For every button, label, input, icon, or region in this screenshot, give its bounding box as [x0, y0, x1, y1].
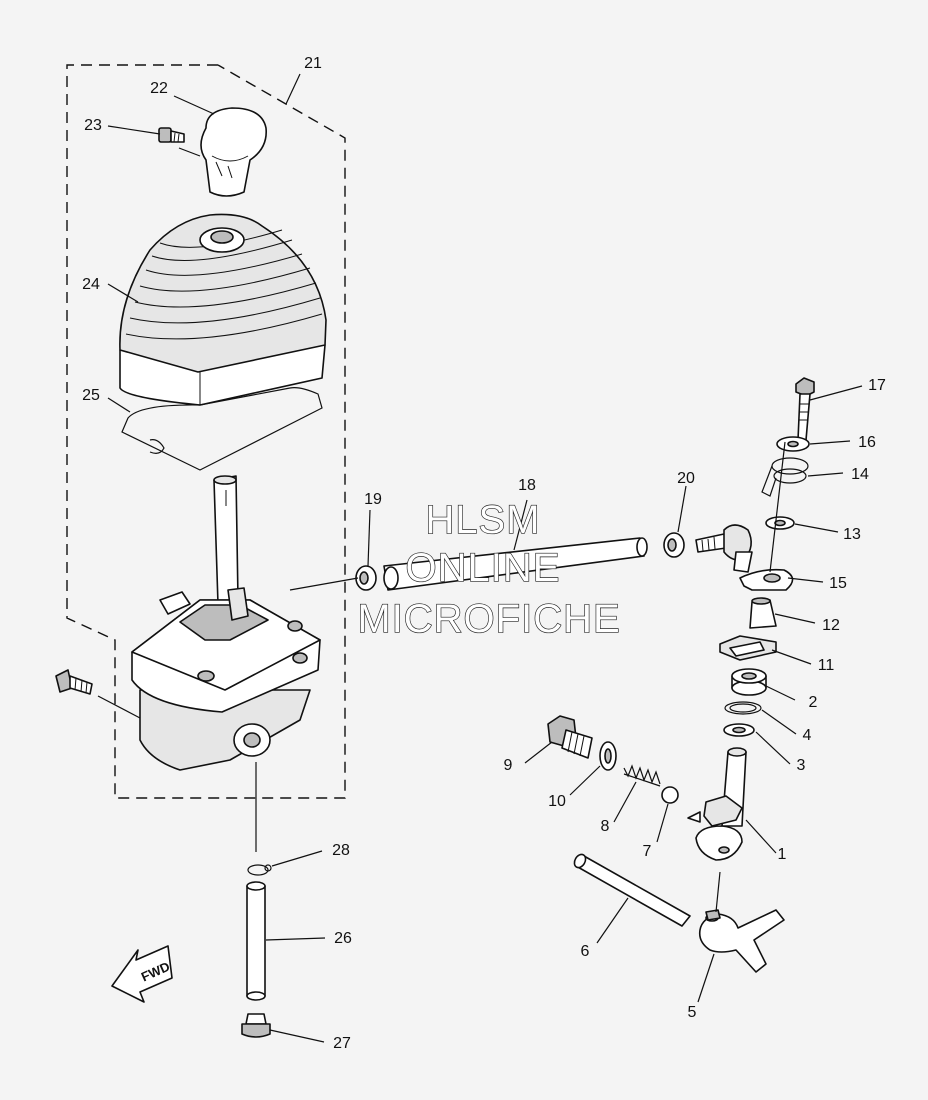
- callout-2: 2: [809, 694, 818, 711]
- callout-10: 10: [548, 793, 566, 810]
- callout-20: 20: [677, 470, 695, 487]
- housing-bolt: [55, 669, 93, 695]
- part-13-washer: [765, 516, 795, 530]
- part-22-knob: [200, 107, 267, 197]
- part-15-lever: [739, 568, 794, 591]
- part-14-clip: [761, 457, 809, 497]
- part-12-collar: [749, 597, 777, 629]
- part-8-spring: [623, 764, 661, 787]
- fwd-direction-arrow: FWD: [111, 945, 173, 1003]
- part-1-shift-shaft: [687, 747, 747, 861]
- part-3-washer: [723, 723, 755, 737]
- callout-23: 23: [84, 117, 102, 134]
- part-6-fork-rod: [573, 853, 691, 927]
- callout-5: 5: [688, 1004, 697, 1021]
- callout-25: 25: [82, 387, 100, 404]
- callout-19: 19: [364, 491, 382, 508]
- callout-27: 27: [333, 1035, 351, 1052]
- callout-15: 15: [829, 575, 847, 592]
- callout-14: 14: [851, 466, 869, 483]
- shift-lever-rod: [213, 475, 239, 605]
- part-18-cable: [383, 537, 648, 591]
- callout-9: 9: [504, 757, 513, 774]
- part-2-bushing: [731, 668, 767, 696]
- part-24-boot: [119, 213, 327, 406]
- callout-17: 17: [868, 377, 886, 394]
- callout-18: 18: [518, 477, 536, 494]
- part-4-circlip: [724, 701, 762, 715]
- callout-4: 4: [803, 727, 812, 744]
- part-5-shift-fork: [698, 909, 785, 973]
- callout-13: 13: [843, 526, 861, 543]
- watermark: HLSM ONLINE MICROFICHE: [357, 497, 621, 641]
- leader-lines: [97, 73, 863, 1043]
- callout-12: 12: [822, 617, 840, 634]
- watermark-line-3: MICROFICHE: [357, 597, 620, 641]
- part-10-gasket: [599, 741, 617, 771]
- part-16-washer: [776, 436, 810, 452]
- assembly-21-outline: [66, 64, 346, 799]
- callout-28: 28: [332, 842, 350, 859]
- watermark-line-2: ONLINE: [406, 546, 561, 590]
- part-19-grommet: [355, 565, 377, 591]
- part-9-plug: [547, 715, 593, 759]
- lever-housing: [131, 587, 321, 771]
- part-7-ball: [661, 786, 679, 804]
- part-26-pin: [246, 881, 266, 1001]
- callout-22: 22: [150, 80, 168, 97]
- callout-labels: 1 2 3 4 5 6 7 8 9 10 11 12 13 14 15 16 1…: [82, 55, 886, 1052]
- callout-16: 16: [858, 434, 876, 451]
- part-11-stopper: [719, 635, 777, 661]
- callout-11: 11: [818, 657, 835, 674]
- cable-end-joint: [695, 524, 753, 573]
- callout-8: 8: [601, 818, 610, 835]
- part-20-grommet: [663, 532, 685, 558]
- callout-3: 3: [797, 757, 806, 774]
- callout-1: 1: [778, 846, 787, 863]
- part-28-clip: [247, 864, 272, 876]
- callout-21: 21: [304, 55, 322, 72]
- part-23-screw: [158, 127, 185, 143]
- callout-6: 6: [581, 943, 590, 960]
- watermark-line-1: HLSM: [425, 498, 540, 542]
- part-25-gasket: [121, 387, 323, 471]
- part-17-bolt: [795, 377, 815, 441]
- callout-24: 24: [82, 276, 100, 293]
- callout-26: 26: [334, 930, 352, 947]
- callout-7: 7: [643, 843, 652, 860]
- part-27-plug: [241, 1013, 271, 1038]
